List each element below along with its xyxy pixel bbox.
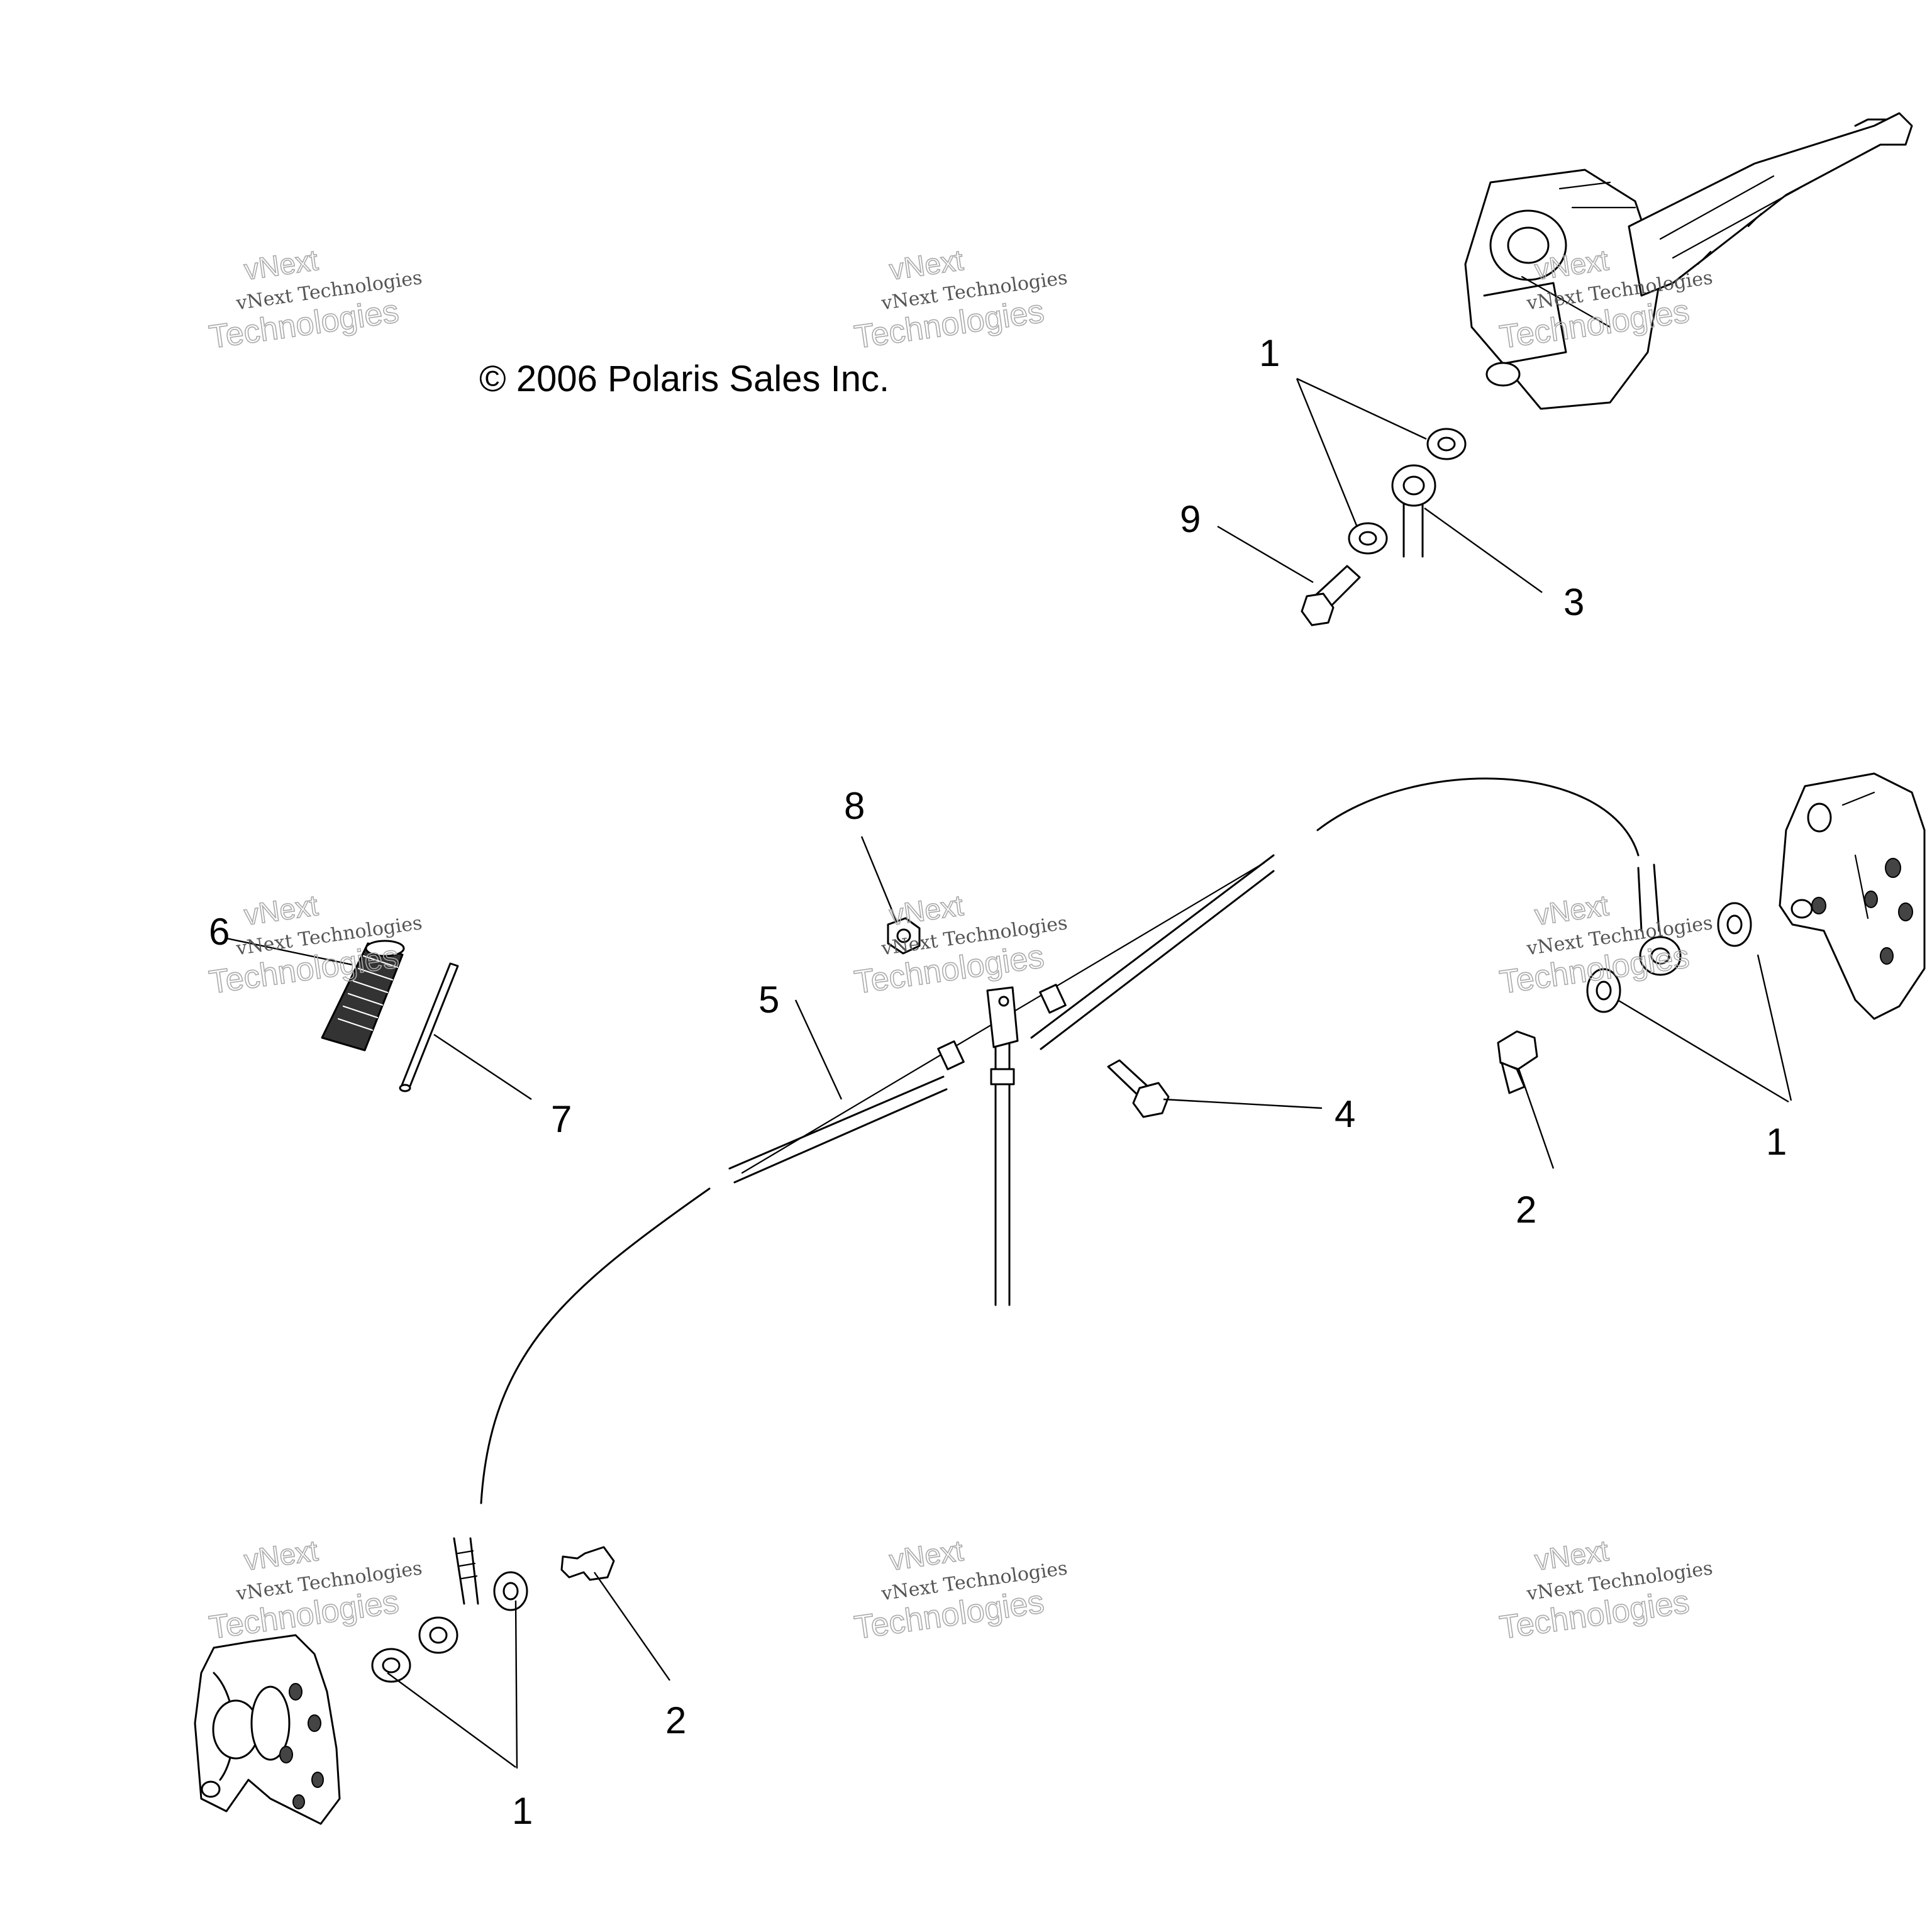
callout-9: 9 [1180,498,1201,540]
banjo-bolt-2-left [560,1546,615,1581]
banjo-bolt-2-right [1497,1030,1538,1094]
pin-7 [399,962,459,1092]
callout-1-top: 1 [1259,332,1280,374]
right-brake-hose [1316,777,1640,857]
brake-line-5 [728,854,1275,1306]
master-cylinder [1464,169,1662,410]
callout-5: 5 [758,979,779,1021]
right-banjo-fitting [1637,863,1682,976]
watermark-7: vNext vNext Technologies Technologies [206,1533,423,1646]
callout-1-left: 1 [512,1790,533,1832]
banjo-bolt-9 [1301,565,1361,626]
callout-6: 6 [209,911,230,953]
svg-text:vNext: vNext [1533,1534,1611,1577]
callout-4: 4 [1335,1093,1355,1135]
watermark-9: vNext vNext Technologies Technologies [1497,1533,1714,1646]
svg-text:vNext: vNext [242,889,320,931]
callout-1-right: 1 [1766,1121,1787,1163]
svg-text:vNext: vNext [887,889,965,931]
svg-text:vNext: vNext [242,1534,320,1577]
watermark-1: vNext vNext Technologies Technologies [206,243,423,356]
top-washer-1 [1426,428,1467,460]
nut-8 [887,917,921,955]
leader-lines [226,377,1792,1769]
left-brake-hose [480,1187,711,1504]
callout-8: 8 [844,785,865,827]
left-banjo-fitting [418,1537,479,1654]
svg-text:vNext: vNext [242,243,320,286]
right-washer-2 [1586,968,1621,1013]
watermark-2: vNext vNext Technologies Technologies [852,243,1069,356]
svg-text:vNext: vNext [887,243,965,286]
copyright-text: © 2006 Polaris Sales Inc. [479,358,889,399]
spring-6 [321,940,405,1052]
top-banjo-fitting [1391,464,1436,558]
watermark-8: vNext vNext Technologies Technologies [852,1533,1069,1646]
callout-2-left: 2 [665,1699,686,1741]
right-washer-1 [1717,902,1752,947]
left-washer-2 [371,1648,411,1683]
callout-2-right: 2 [1516,1189,1536,1231]
right-caliper [1779,772,1926,1020]
svg-text:vNext: vNext [1533,889,1611,931]
left-caliper [194,1634,341,1825]
left-washer-1 [493,1571,528,1611]
brake-lever [1628,112,1913,297]
top-washer-2 [1348,522,1388,555]
watermark-6: vNext vNext Technologies Technologies [1497,888,1714,1001]
watermark-4: vNext vNext Technologies Technologies [206,888,423,1001]
watermark-5: vNext vNext Technologies Technologies [852,888,1069,1001]
callout-7: 7 [551,1098,572,1140]
bolt-4 [1107,1059,1170,1118]
svg-text:vNext: vNext [887,1534,965,1577]
callout-3: 3 [1563,581,1584,623]
